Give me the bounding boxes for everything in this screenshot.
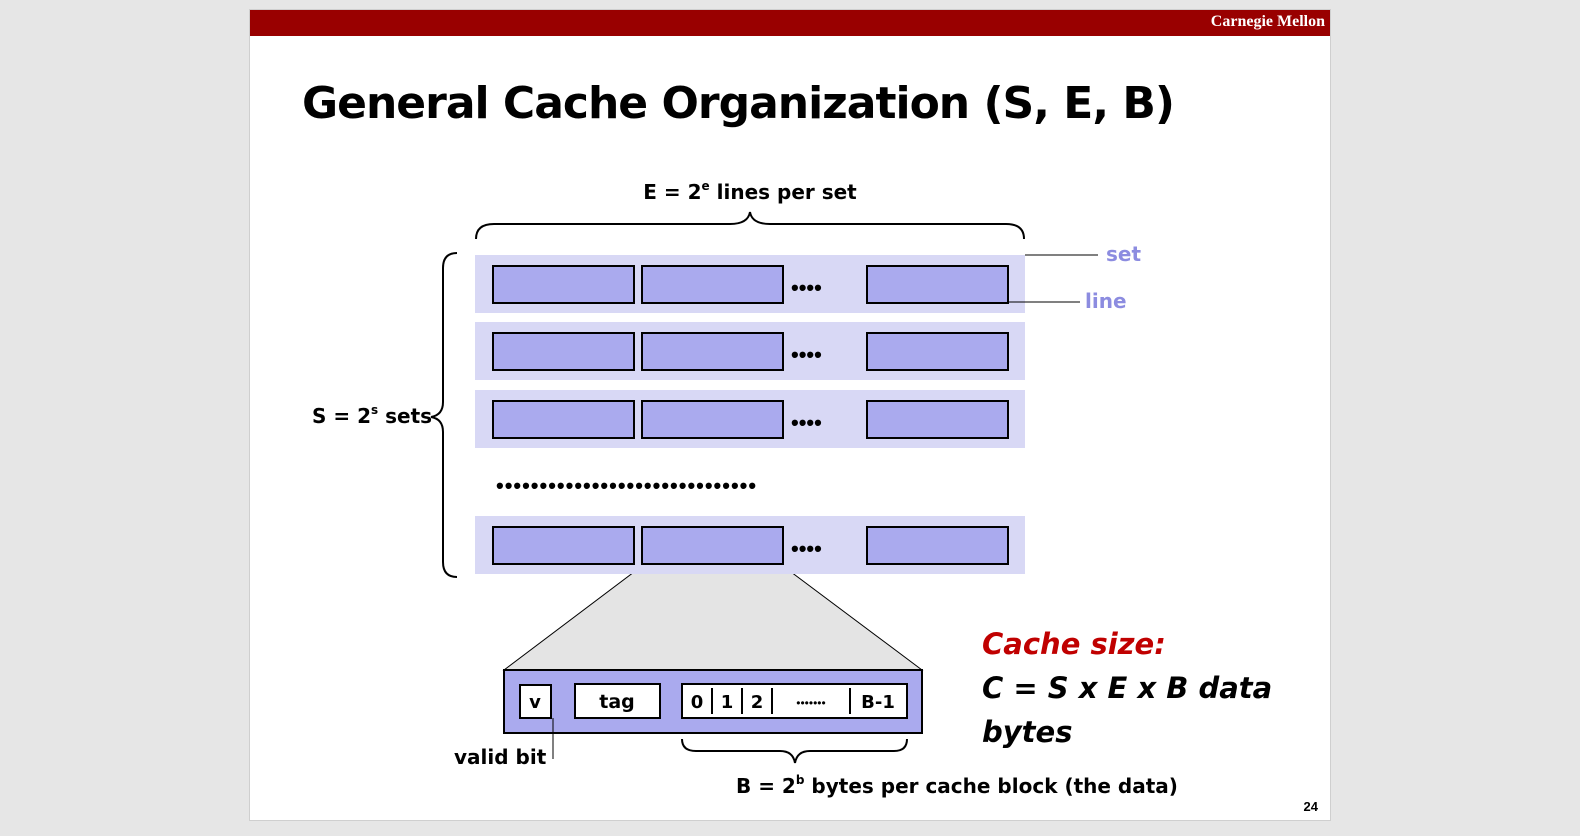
cache-size-formula: C = S x E x B data bytes — [982, 671, 1273, 749]
byte-1: 1 — [721, 692, 734, 713]
sets-label: S = 2s sets — [312, 403, 432, 428]
cache-line — [866, 526, 1009, 565]
cache-set: •••• — [475, 516, 1025, 574]
cache-line — [492, 332, 635, 371]
cache-line — [641, 400, 784, 439]
cache-line — [641, 332, 784, 371]
slide-title: General Cache Organization (S, E, B) — [302, 78, 1175, 129]
cache-line — [866, 265, 1009, 304]
cache-line — [492, 400, 635, 439]
expanded-cache-line: v tag 0 1 2 ••••••• B-1 — [503, 669, 923, 734]
cache-set: •••• — [475, 255, 1025, 313]
byte-0: 0 — [691, 692, 704, 713]
cache-line-highlighted — [641, 526, 784, 565]
cache-line — [866, 400, 1009, 439]
bytes-per-block-label: B = 2b bytes per cache block (the data) — [736, 773, 1178, 798]
cache-organization-diagram: E = 2e lines per set S = 2s sets •••• ••… — [312, 179, 1178, 798]
set-annotation: set — [1106, 242, 1141, 266]
valid-bit-field: v — [529, 692, 541, 713]
zoom-projection — [502, 565, 924, 671]
bytes-per-block-brace — [681, 738, 908, 764]
lines-per-set-label: E = 2e lines per set — [643, 179, 857, 204]
tag-field: tag — [599, 691, 635, 713]
header-bar: Carnegie Mellon — [250, 10, 1330, 36]
lines-ellipsis: •••• — [791, 275, 822, 300]
lines-per-set-brace — [475, 211, 1025, 240]
cache-line — [866, 332, 1009, 371]
institution-name: Carnegie Mellon — [1210, 13, 1325, 30]
page-number: 24 — [1303, 799, 1318, 814]
cache-set: •••• — [475, 390, 1025, 448]
cache-line — [492, 526, 635, 565]
lines-ellipsis: •••• — [791, 410, 822, 435]
line-annotation: line — [1085, 289, 1127, 313]
bytes-ellipsis: ••••••• — [796, 696, 825, 710]
byte-last: B-1 — [861, 692, 895, 713]
cache-line — [492, 265, 635, 304]
cache-line — [641, 265, 784, 304]
valid-bit-label: valid bit — [454, 745, 547, 769]
lines-ellipsis: •••• — [791, 536, 822, 561]
slide: Carnegie Mellon General Cache Organizati… — [249, 9, 1331, 821]
lines-ellipsis: •••• — [791, 342, 822, 367]
byte-2: 2 — [751, 692, 764, 713]
cache-set: •••• — [475, 322, 1025, 380]
data-block-box — [681, 683, 908, 719]
cache-size-title: Cache size: — [982, 627, 1166, 661]
sets-ellipsis: •••••••••••••••••••••••••••••• — [496, 473, 757, 498]
valid-bit-box — [519, 684, 552, 719]
tag-box — [574, 683, 661, 719]
cache-size-callout: Cache size: C = S x E x B data bytes — [982, 622, 1330, 754]
sets-brace — [430, 252, 458, 578]
